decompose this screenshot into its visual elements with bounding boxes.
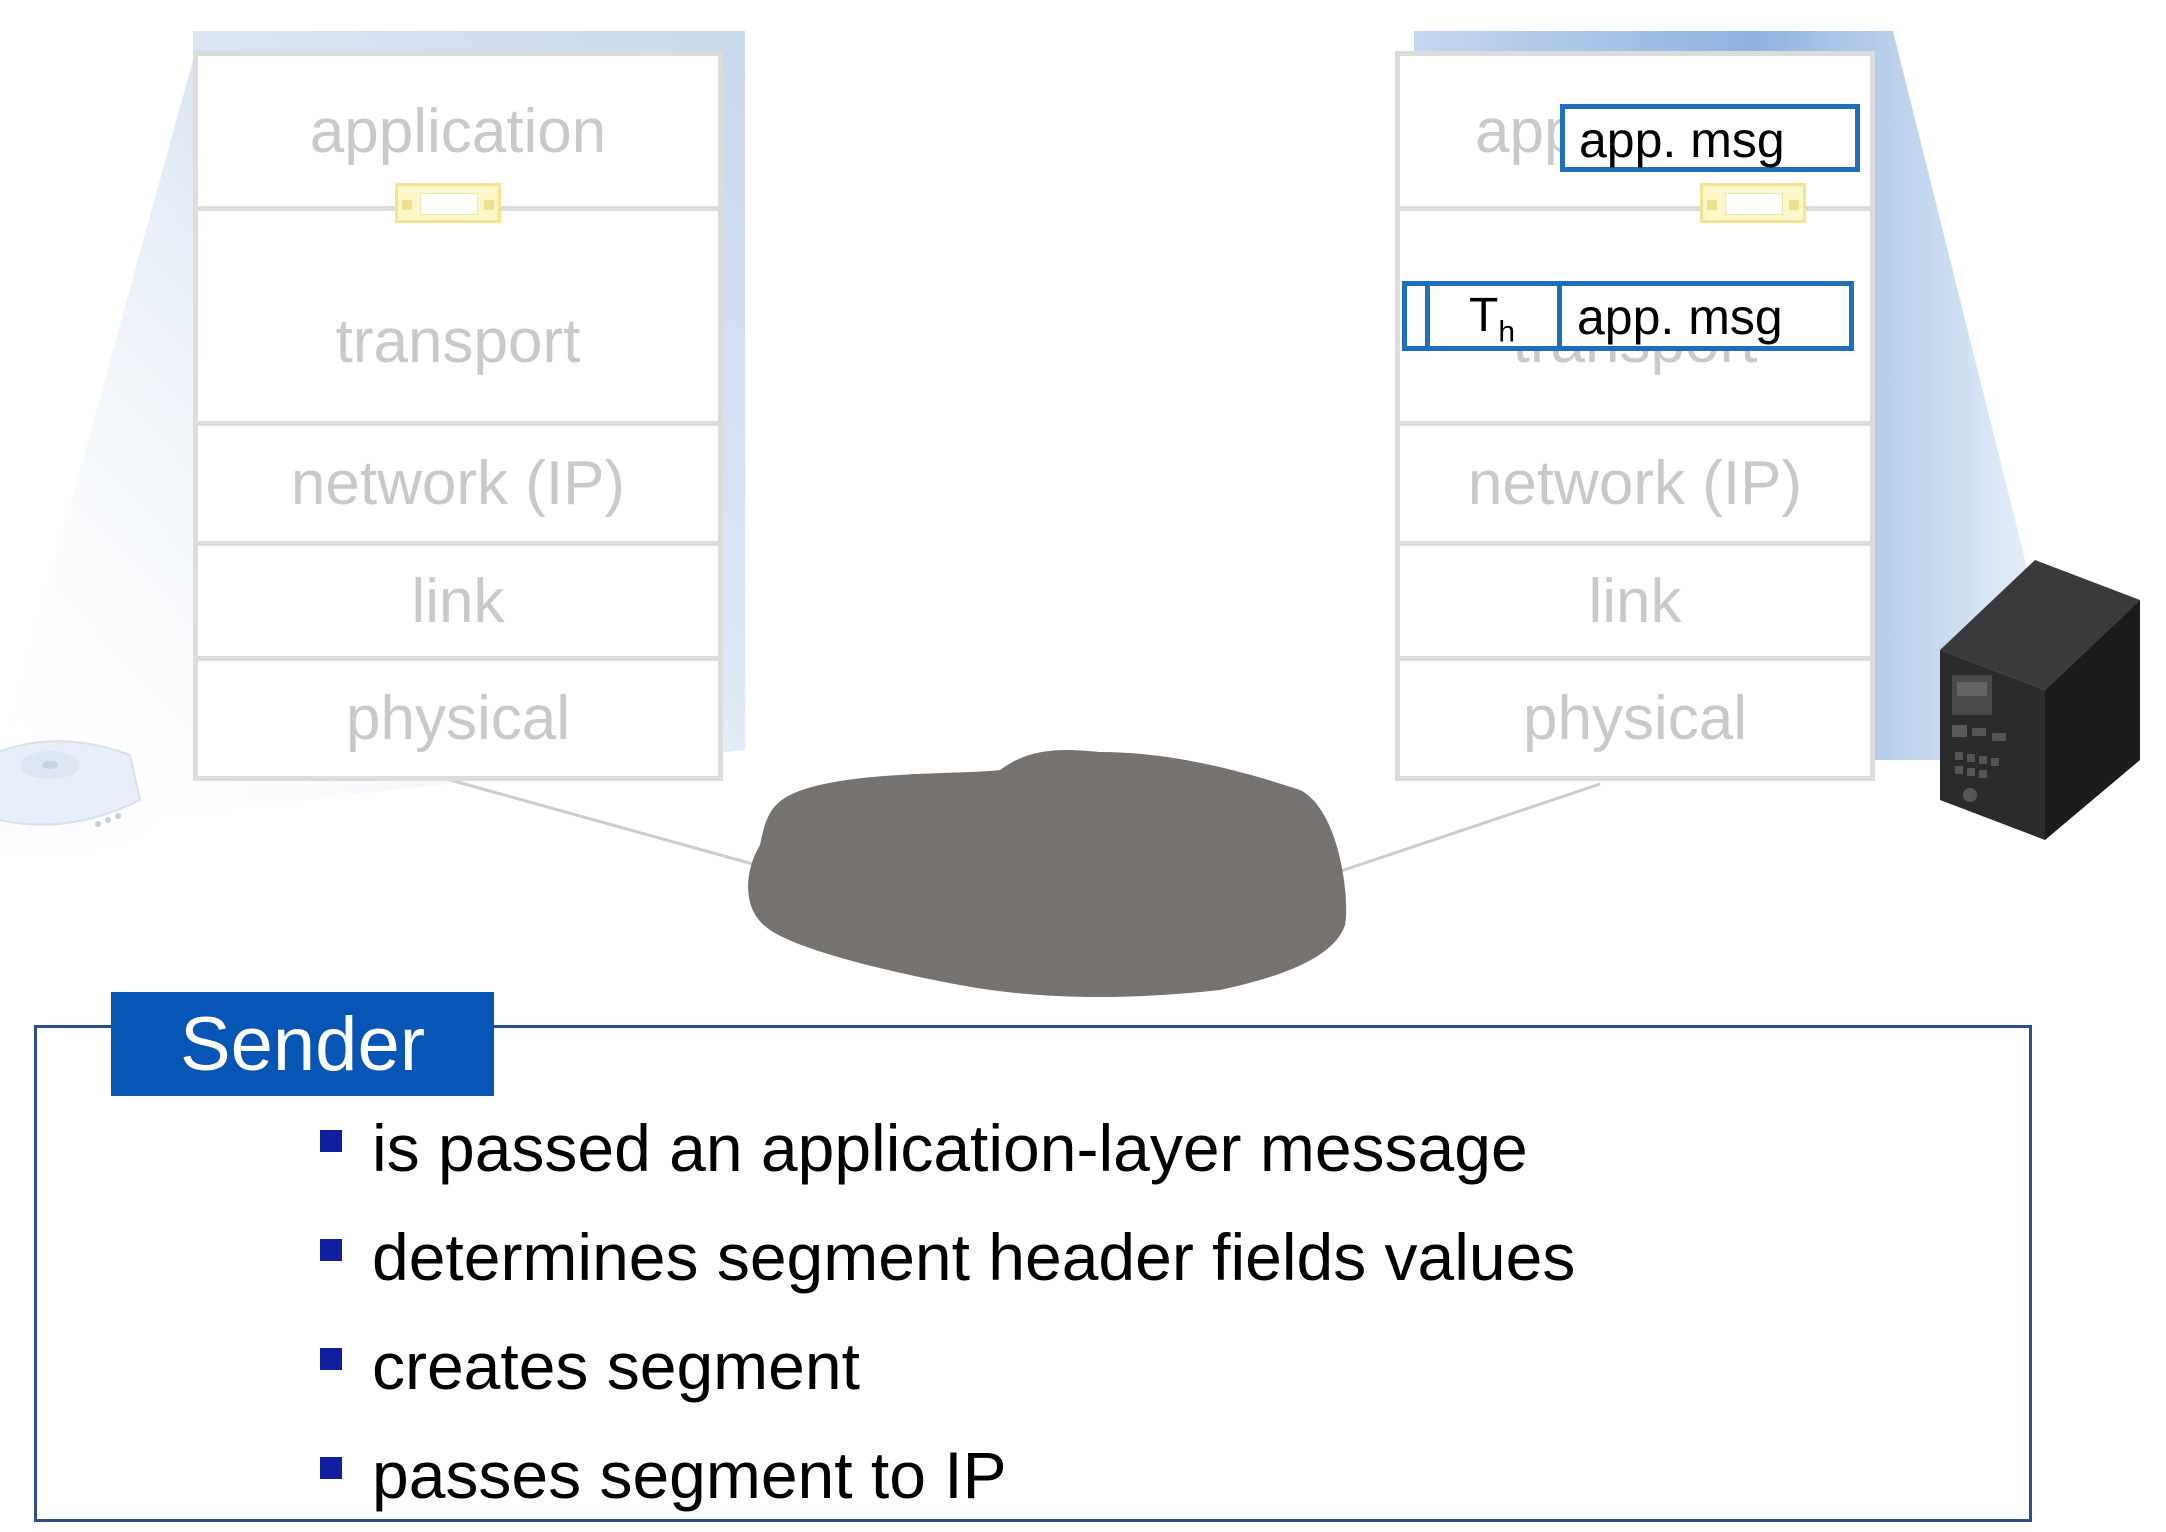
list-item: determines segment header fields values [320, 1217, 1575, 1297]
left-link-label: link [411, 566, 505, 636]
segment-header-letter: T [1469, 289, 1499, 342]
socket-icon [1700, 183, 1806, 223]
segment-header: Th [1469, 288, 1515, 350]
app-message-box: app. msg [1560, 104, 1860, 172]
left-separator [198, 656, 718, 661]
segment-payload: app. msg [1577, 289, 1783, 345]
left-transport-label: transport [335, 306, 581, 376]
bullet-icon [320, 1130, 342, 1152]
right-layer-link: link [1400, 546, 1870, 656]
segment-header-subscript: h [1498, 315, 1516, 349]
left-separator [198, 421, 718, 426]
left-layer-link: link [198, 546, 718, 656]
right-layer-physical: physical [1400, 661, 1870, 776]
app-message-text: app. msg [1579, 112, 1785, 168]
list-item: passes segment to IP [320, 1435, 1007, 1515]
right-layer-network: network (IP) [1400, 426, 1870, 541]
right-separator [1400, 421, 1870, 426]
list-item: is passed an application-layer message [320, 1108, 1528, 1188]
left-separator [198, 541, 718, 546]
sender-title: Sender [111, 992, 494, 1096]
bullet-text: passes segment to IP [372, 1438, 1007, 1512]
right-separator [1400, 656, 1870, 661]
right-network-label: network (IP) [1467, 449, 1803, 518]
right-separator [1400, 541, 1870, 546]
left-protocol-stack: application transport network (IP) link … [193, 51, 723, 781]
segment-box: Th app. msg [1402, 281, 1854, 351]
left-link-line [449, 778, 761, 868]
bullet-text: is passed an application-layer message [372, 1111, 1528, 1185]
bullet-icon [320, 1348, 342, 1370]
right-separator [1400, 206, 1870, 211]
bullet-icon [320, 1457, 342, 1479]
right-physical-label: physical [1523, 684, 1747, 753]
bullet-text: determines segment header fields values [372, 1220, 1576, 1294]
right-protocol-stack: application transport network (IP) link … [1395, 51, 1875, 781]
network-cloud-icon [748, 749, 1347, 997]
server-icon [1940, 560, 2140, 840]
segment-divider [1557, 286, 1562, 346]
left-layer-transport: transport [198, 211, 718, 471]
bullet-text: creates segment [372, 1329, 860, 1403]
segment-divider [1425, 286, 1430, 346]
socket-icon [395, 183, 501, 223]
left-network-label: network (IP) [290, 449, 626, 518]
bullet-icon [320, 1239, 342, 1261]
left-physical-label: physical [346, 684, 570, 753]
right-link-label: link [1588, 566, 1682, 636]
list-item: creates segment [320, 1326, 860, 1406]
router-icon [0, 740, 142, 827]
left-application-label: application [309, 96, 607, 166]
left-layer-physical: physical [198, 661, 718, 776]
sender-panel [34, 1025, 2032, 1522]
left-layer-application: application [198, 56, 718, 206]
left-layer-network: network (IP) [198, 426, 718, 541]
right-link-line [1334, 782, 1601, 875]
